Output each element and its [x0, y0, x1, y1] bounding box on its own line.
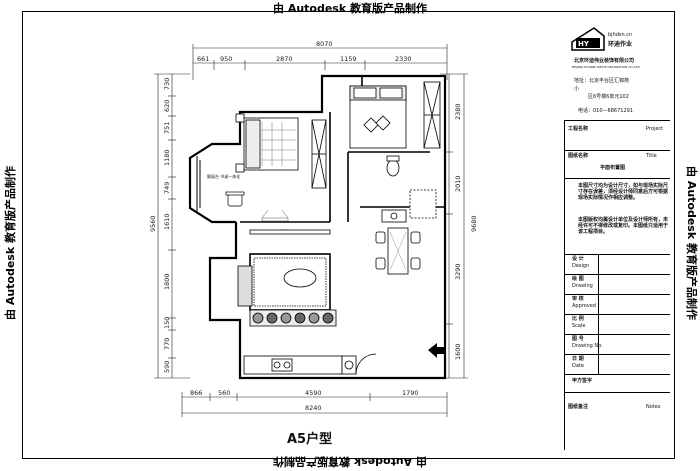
dim-top-1: 661 [197, 55, 209, 63]
title-block: HY bjhdsn.cn 环迪作业 北京环迪伟业装饰有限公司 BEIJING H… [564, 20, 670, 450]
dim-top-4: 1159 [340, 55, 357, 63]
dim-left-1: 730 [163, 78, 171, 90]
top-dimension-lines [192, 44, 448, 80]
drawing-frame [22, 11, 675, 459]
dim-right-1: 2380 [454, 103, 462, 120]
entry-arrow-icon [428, 343, 445, 358]
dim-left-9: 770 [163, 338, 171, 350]
company-phone: 电话：010—68671291 [578, 108, 633, 114]
tv-light-cone [261, 209, 289, 222]
dim-right-4: 1600 [454, 343, 462, 360]
plan-title: A5户型 [287, 432, 333, 447]
floor-plan: 8070 661 950 2870 1159 2330 866 560 4590… [149, 40, 478, 417]
dim-top-5: 2330 [395, 55, 412, 63]
drawing-name-value: 平面布置图 [600, 165, 626, 171]
scale-label: 比 例 [572, 316, 584, 322]
date-label-en: Date [572, 363, 584, 369]
logo-brand: 环迪作业 [608, 41, 633, 48]
dim-left-total: 9560 [149, 215, 157, 232]
dim-top-total: 8070 [316, 40, 333, 48]
dim-right-2: 2010 [454, 175, 462, 192]
living-room [237, 253, 337, 327]
note-paragraph-2: 本图版权均属设计单位及设计师所有，未经许可不得修改或复印。本图纸只适用于该工程项… [578, 217, 669, 235]
dim-left-7: 1800 [163, 273, 171, 290]
address-line-3: 区6号楼6单元102 [588, 94, 629, 100]
watermark-right: 由 Autodesk 教育版产品制作 [685, 165, 698, 320]
dim-left-2: 620 [163, 100, 171, 112]
dim-top-3: 2870 [276, 55, 293, 63]
bathroom-fixtures [381, 155, 437, 223]
approved-label-en: Approved [572, 303, 596, 309]
party-a-signature-label: 甲方签字 [572, 378, 593, 384]
bottom-dimension-lines [181, 392, 448, 417]
dining-table [375, 227, 421, 275]
drawing-no-label: 图 号 [572, 336, 584, 342]
kitchen-counter [243, 353, 377, 375]
address-line-1: 地址：北京丰台区汇锦苑 [574, 78, 630, 84]
dim-left-3: 751 [163, 122, 171, 134]
dim-bottom-1: 866 [190, 389, 202, 397]
approved-label: 审 核 [572, 296, 584, 302]
desk-chair [225, 191, 245, 207]
drawing-no-label-en: Drawing No. [572, 343, 603, 349]
scale-label-en: Scale [572, 323, 586, 329]
left-dimension-lines [154, 73, 190, 379]
notes-label-en: Notes [646, 404, 661, 410]
bay-window-label: 飘窗台 书桌一体化 [207, 173, 240, 179]
date-label: 日 期 [572, 356, 584, 362]
project-label: 工程名称 [568, 126, 589, 132]
bay-window-inner [196, 156, 201, 212]
logo-url: bjhdsn.cn [608, 32, 633, 38]
drawing-name-label-en: Title [646, 153, 657, 159]
drawing-by-label: 绘 图 [572, 276, 584, 282]
dim-top-2: 950 [220, 55, 232, 63]
svg-text:HY: HY [578, 40, 590, 48]
dim-left-10: 590 [163, 361, 171, 373]
design-label: 设 计 [572, 256, 584, 262]
drawing-name-label: 图纸名称 [568, 153, 589, 159]
dim-left-6: 1610 [163, 213, 171, 230]
drawing-by-label-en: Drawing [572, 283, 593, 289]
company-name-en: BEIJING HUANDI WEIYE DECORATION CO.,LTD [572, 65, 640, 69]
exterior-walls [188, 74, 447, 380]
dim-left-4: 1180 [163, 149, 171, 166]
wardrobes [311, 81, 441, 189]
dim-left-5: 749 [163, 182, 171, 194]
tv-cabinet [249, 229, 331, 235]
dim-right-3: 3290 [454, 263, 462, 280]
right-dimension-lines [440, 73, 468, 379]
bed-2 [349, 85, 407, 149]
company-logo: HY [571, 27, 605, 51]
dim-right-total: 9680 [470, 215, 478, 232]
design-label-en: Design [572, 263, 590, 269]
dim-bottom-4: 1790 [402, 389, 419, 397]
dim-bottom-3: 4590 [305, 389, 322, 397]
company-name: 北京环迪伟业装饰有限公司 [574, 58, 635, 64]
note-paragraph-1: 本图尺寸均为设计尺寸，如与现场实际尺寸存在误差，须经设计师同意后方可根据现场实际… [578, 183, 669, 201]
address-line-2: 小 [574, 86, 580, 92]
project-label-en: Project [646, 126, 664, 132]
dim-bottom-total: 8240 [305, 404, 322, 412]
dim-bottom-2: 560 [218, 389, 230, 397]
dim-left-8: 150 [163, 317, 171, 329]
notes-label: 图纸备注 [568, 404, 589, 410]
bed-1 [235, 113, 299, 173]
